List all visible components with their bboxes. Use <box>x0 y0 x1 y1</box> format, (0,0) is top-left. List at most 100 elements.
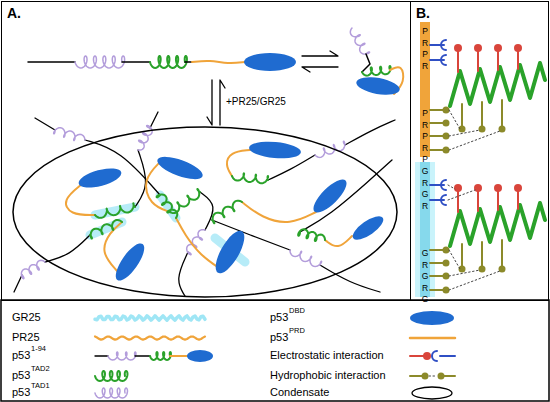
tad2-helix <box>90 220 122 239</box>
hydrophobic-stick <box>461 104 463 126</box>
residue-sequence: PRPR <box>420 26 430 72</box>
arginine-stick <box>440 355 455 357</box>
dbd-ellipse <box>248 140 301 160</box>
hydrophobic-stick <box>481 242 483 266</box>
acidic-charge <box>494 44 502 52</box>
arginine-charge <box>441 180 446 190</box>
tad1-helix <box>108 352 136 360</box>
p53-tail <box>28 61 75 63</box>
legend-sample <box>95 336 205 339</box>
legend-sample <box>95 316 205 320</box>
equilibrium-arrow <box>302 51 338 56</box>
legend-sample <box>95 350 213 362</box>
prd-line <box>170 355 188 357</box>
linker <box>268 155 315 180</box>
hydrophobic-residue <box>479 266 486 273</box>
acidic-charge <box>514 184 522 192</box>
legend-text: Condensate <box>270 386 329 398</box>
condition-label: +PR25/GR25 <box>226 96 286 107</box>
prd-line <box>242 202 316 222</box>
hydrophobic-stick <box>430 122 443 124</box>
acidic-charge <box>423 352 431 360</box>
legend-sample <box>410 373 455 380</box>
linker <box>135 355 150 356</box>
interaction-line <box>449 270 480 276</box>
linker <box>122 61 150 63</box>
arginine-charge <box>441 40 446 50</box>
arginine-charge <box>441 55 446 65</box>
linker <box>45 235 90 262</box>
acidic-stick <box>517 190 519 209</box>
hydrophobic-stick <box>430 135 443 137</box>
legend-text: p53 <box>12 349 30 361</box>
interaction-line <box>449 131 500 150</box>
residue-sequence: GRGRG <box>420 248 430 306</box>
arginine-charge <box>441 195 446 205</box>
hydrophobic-stick <box>430 262 443 264</box>
acidic-charge <box>474 44 482 52</box>
acidic-charge <box>454 184 462 192</box>
prd-line <box>325 236 352 246</box>
hydrophobic-residue <box>443 133 450 140</box>
tad2-helix <box>362 66 391 76</box>
tad2-sample <box>95 371 127 381</box>
acidic-charge <box>474 184 482 192</box>
interaction-line <box>449 110 460 129</box>
tad1-helix <box>290 250 322 266</box>
interaction-line <box>448 185 455 189</box>
dbd-sample <box>410 311 454 325</box>
condensate-sample <box>412 387 452 399</box>
legend-text: Electrostatic interaction <box>270 349 384 361</box>
gr25-band <box>95 207 135 215</box>
interaction-panel <box>415 162 545 297</box>
tad1-helix <box>54 128 85 141</box>
superscript: PRD <box>289 327 305 335</box>
tad2-helix <box>95 203 135 218</box>
prd-line <box>227 150 250 176</box>
legend-art <box>1 300 549 401</box>
acidic-charge <box>514 44 522 52</box>
tad2-helix <box>298 229 325 241</box>
equilibrium-arrow <box>207 80 212 125</box>
hydrophobic-residue <box>443 260 450 267</box>
superscript: TAD2 <box>31 365 50 373</box>
superscript: 1-94 <box>31 345 46 353</box>
linker <box>200 192 213 230</box>
legend-sample <box>95 388 127 398</box>
legend-text: GR25 <box>12 311 41 323</box>
hydrophobic-stick <box>444 375 455 377</box>
acidic-stick <box>497 190 499 210</box>
legend-sample <box>95 371 127 381</box>
hydrophobic-stick <box>481 102 483 126</box>
legend-text: p53 <box>12 369 30 381</box>
hydrophobic-residue <box>422 373 429 380</box>
tad1-helix <box>350 28 369 54</box>
tad2-helix <box>232 173 268 183</box>
gr25-band <box>160 195 176 218</box>
acidic-stick <box>477 50 479 71</box>
condensate-outline <box>13 127 397 297</box>
interaction-line <box>429 376 437 377</box>
pr25-sample <box>95 336 205 339</box>
hydrophobic-stick <box>410 375 422 377</box>
tad1-sample <box>95 388 127 398</box>
legend-sample <box>410 338 455 339</box>
hydrophobic-stick <box>430 109 443 111</box>
legend-frame <box>1 300 549 401</box>
interaction-line <box>448 190 475 200</box>
hydrophobic-stick <box>501 100 503 126</box>
dbd-ellipse <box>349 212 387 244</box>
linker <box>35 118 55 130</box>
hydrophobic-residue <box>443 273 450 280</box>
equilibrium-arrow <box>220 80 225 125</box>
acidic-stick <box>457 50 459 72</box>
hydrophobic-residue <box>443 287 450 294</box>
equilibrium-arrow <box>302 67 338 72</box>
interaction-line <box>449 250 460 269</box>
linker <box>95 355 108 356</box>
hydrophobic-stick <box>430 149 443 151</box>
prd-line <box>176 218 222 270</box>
interaction-line <box>449 130 480 136</box>
hydrophobic-stick <box>430 249 443 251</box>
superscript: DBD <box>289 307 305 315</box>
